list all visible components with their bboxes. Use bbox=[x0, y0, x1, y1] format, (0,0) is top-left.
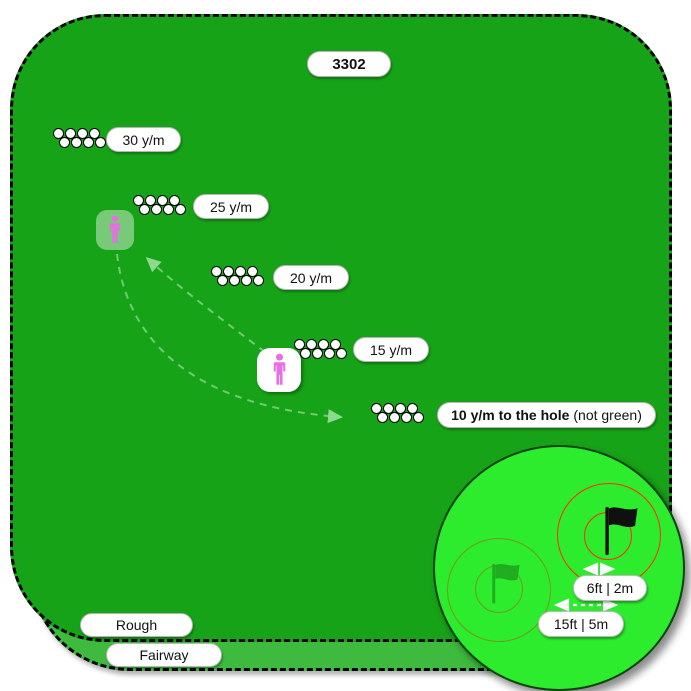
distance-text: 30 y/m bbox=[122, 131, 165, 148]
hole-number: 3302 bbox=[332, 55, 366, 73]
distance-label-20: 20 y/m bbox=[273, 265, 349, 290]
golf-ball bbox=[395, 403, 406, 414]
golf-ball bbox=[53, 128, 64, 139]
putting-green-inset: 6ft | 2m 15ft | 5m bbox=[433, 445, 685, 691]
ball-cluster-25 bbox=[133, 195, 187, 216]
golf-ball bbox=[300, 348, 311, 359]
distance-label-15: 15 y/m bbox=[353, 337, 429, 362]
golf-ball bbox=[163, 204, 174, 215]
golf-ball bbox=[312, 348, 323, 359]
distance-text-bold: 10 y/m to the hole bbox=[451, 407, 570, 423]
golf-ball bbox=[407, 403, 418, 414]
golf-ball bbox=[211, 266, 222, 277]
golf-ball bbox=[157, 195, 168, 206]
ball-cluster-15 bbox=[294, 339, 348, 360]
golf-ball bbox=[217, 275, 228, 286]
golf-ball bbox=[324, 348, 335, 359]
rough-label: Rough bbox=[80, 613, 193, 637]
ball-cluster-30 bbox=[53, 128, 107, 149]
golf-ball bbox=[95, 137, 106, 148]
player-lower bbox=[257, 348, 301, 392]
golf-ball bbox=[294, 339, 305, 350]
flag-icon bbox=[605, 507, 638, 555]
green-radius-label: 15ft | 5m bbox=[538, 611, 624, 637]
distance-label-25: 25 y/m bbox=[193, 194, 269, 219]
golf-ball bbox=[306, 339, 317, 350]
golf-ball bbox=[247, 266, 258, 277]
golf-ball bbox=[235, 266, 246, 277]
golf-ball bbox=[133, 195, 144, 206]
ghost-green-radius-ring bbox=[447, 538, 551, 642]
golf-ball bbox=[59, 137, 70, 148]
player-upper bbox=[96, 210, 134, 250]
distance-text-note: (not green) bbox=[573, 407, 642, 423]
radius-text: 6ft | 2m bbox=[586, 580, 634, 596]
distance-label-10-hole: 10 y/m to the hole (not green) bbox=[437, 402, 656, 428]
golf-ball bbox=[83, 137, 94, 148]
golf-ball bbox=[139, 204, 150, 215]
golf-ball bbox=[89, 128, 100, 139]
golf-ball bbox=[223, 266, 234, 277]
golf-ball bbox=[145, 195, 156, 206]
golf-ball bbox=[71, 137, 82, 148]
zone-text: Fairway bbox=[139, 647, 189, 663]
golf-ball bbox=[389, 412, 400, 423]
golf-ball bbox=[330, 339, 341, 350]
player-icon bbox=[273, 353, 285, 385]
title-pill: 3302 bbox=[307, 51, 391, 77]
radius-text: 15ft | 5m bbox=[553, 616, 609, 632]
golf-ball bbox=[377, 412, 388, 423]
golf-ball bbox=[175, 204, 186, 215]
golf-ball bbox=[253, 275, 264, 286]
golf-ball bbox=[383, 403, 394, 414]
ball-cluster-20 bbox=[211, 266, 265, 287]
distance-text: 15 y/m bbox=[369, 341, 412, 358]
fairway-label: Fairway bbox=[106, 643, 222, 667]
golf-ball bbox=[151, 204, 162, 215]
distance-text: 20 y/m bbox=[289, 269, 332, 286]
hole-radius-label: 6ft | 2m bbox=[573, 575, 647, 601]
golf-ball bbox=[229, 275, 240, 286]
golf-ball bbox=[241, 275, 252, 286]
zone-text: Rough bbox=[115, 617, 158, 633]
golf-ball bbox=[318, 339, 329, 350]
player-icon bbox=[109, 215, 121, 243]
golf-ball bbox=[65, 128, 76, 139]
distance-text: 25 y/m bbox=[209, 198, 252, 215]
golf-ball bbox=[413, 412, 424, 423]
flag-ghost-icon bbox=[492, 563, 520, 604]
distance-label-30: 30 y/m bbox=[106, 127, 181, 152]
golf-ball bbox=[371, 403, 382, 414]
golf-ball bbox=[77, 128, 88, 139]
golf-ball bbox=[336, 348, 347, 359]
ball-cluster-10 bbox=[371, 403, 425, 424]
golf-ball bbox=[401, 412, 412, 423]
golf-ball bbox=[169, 195, 180, 206]
